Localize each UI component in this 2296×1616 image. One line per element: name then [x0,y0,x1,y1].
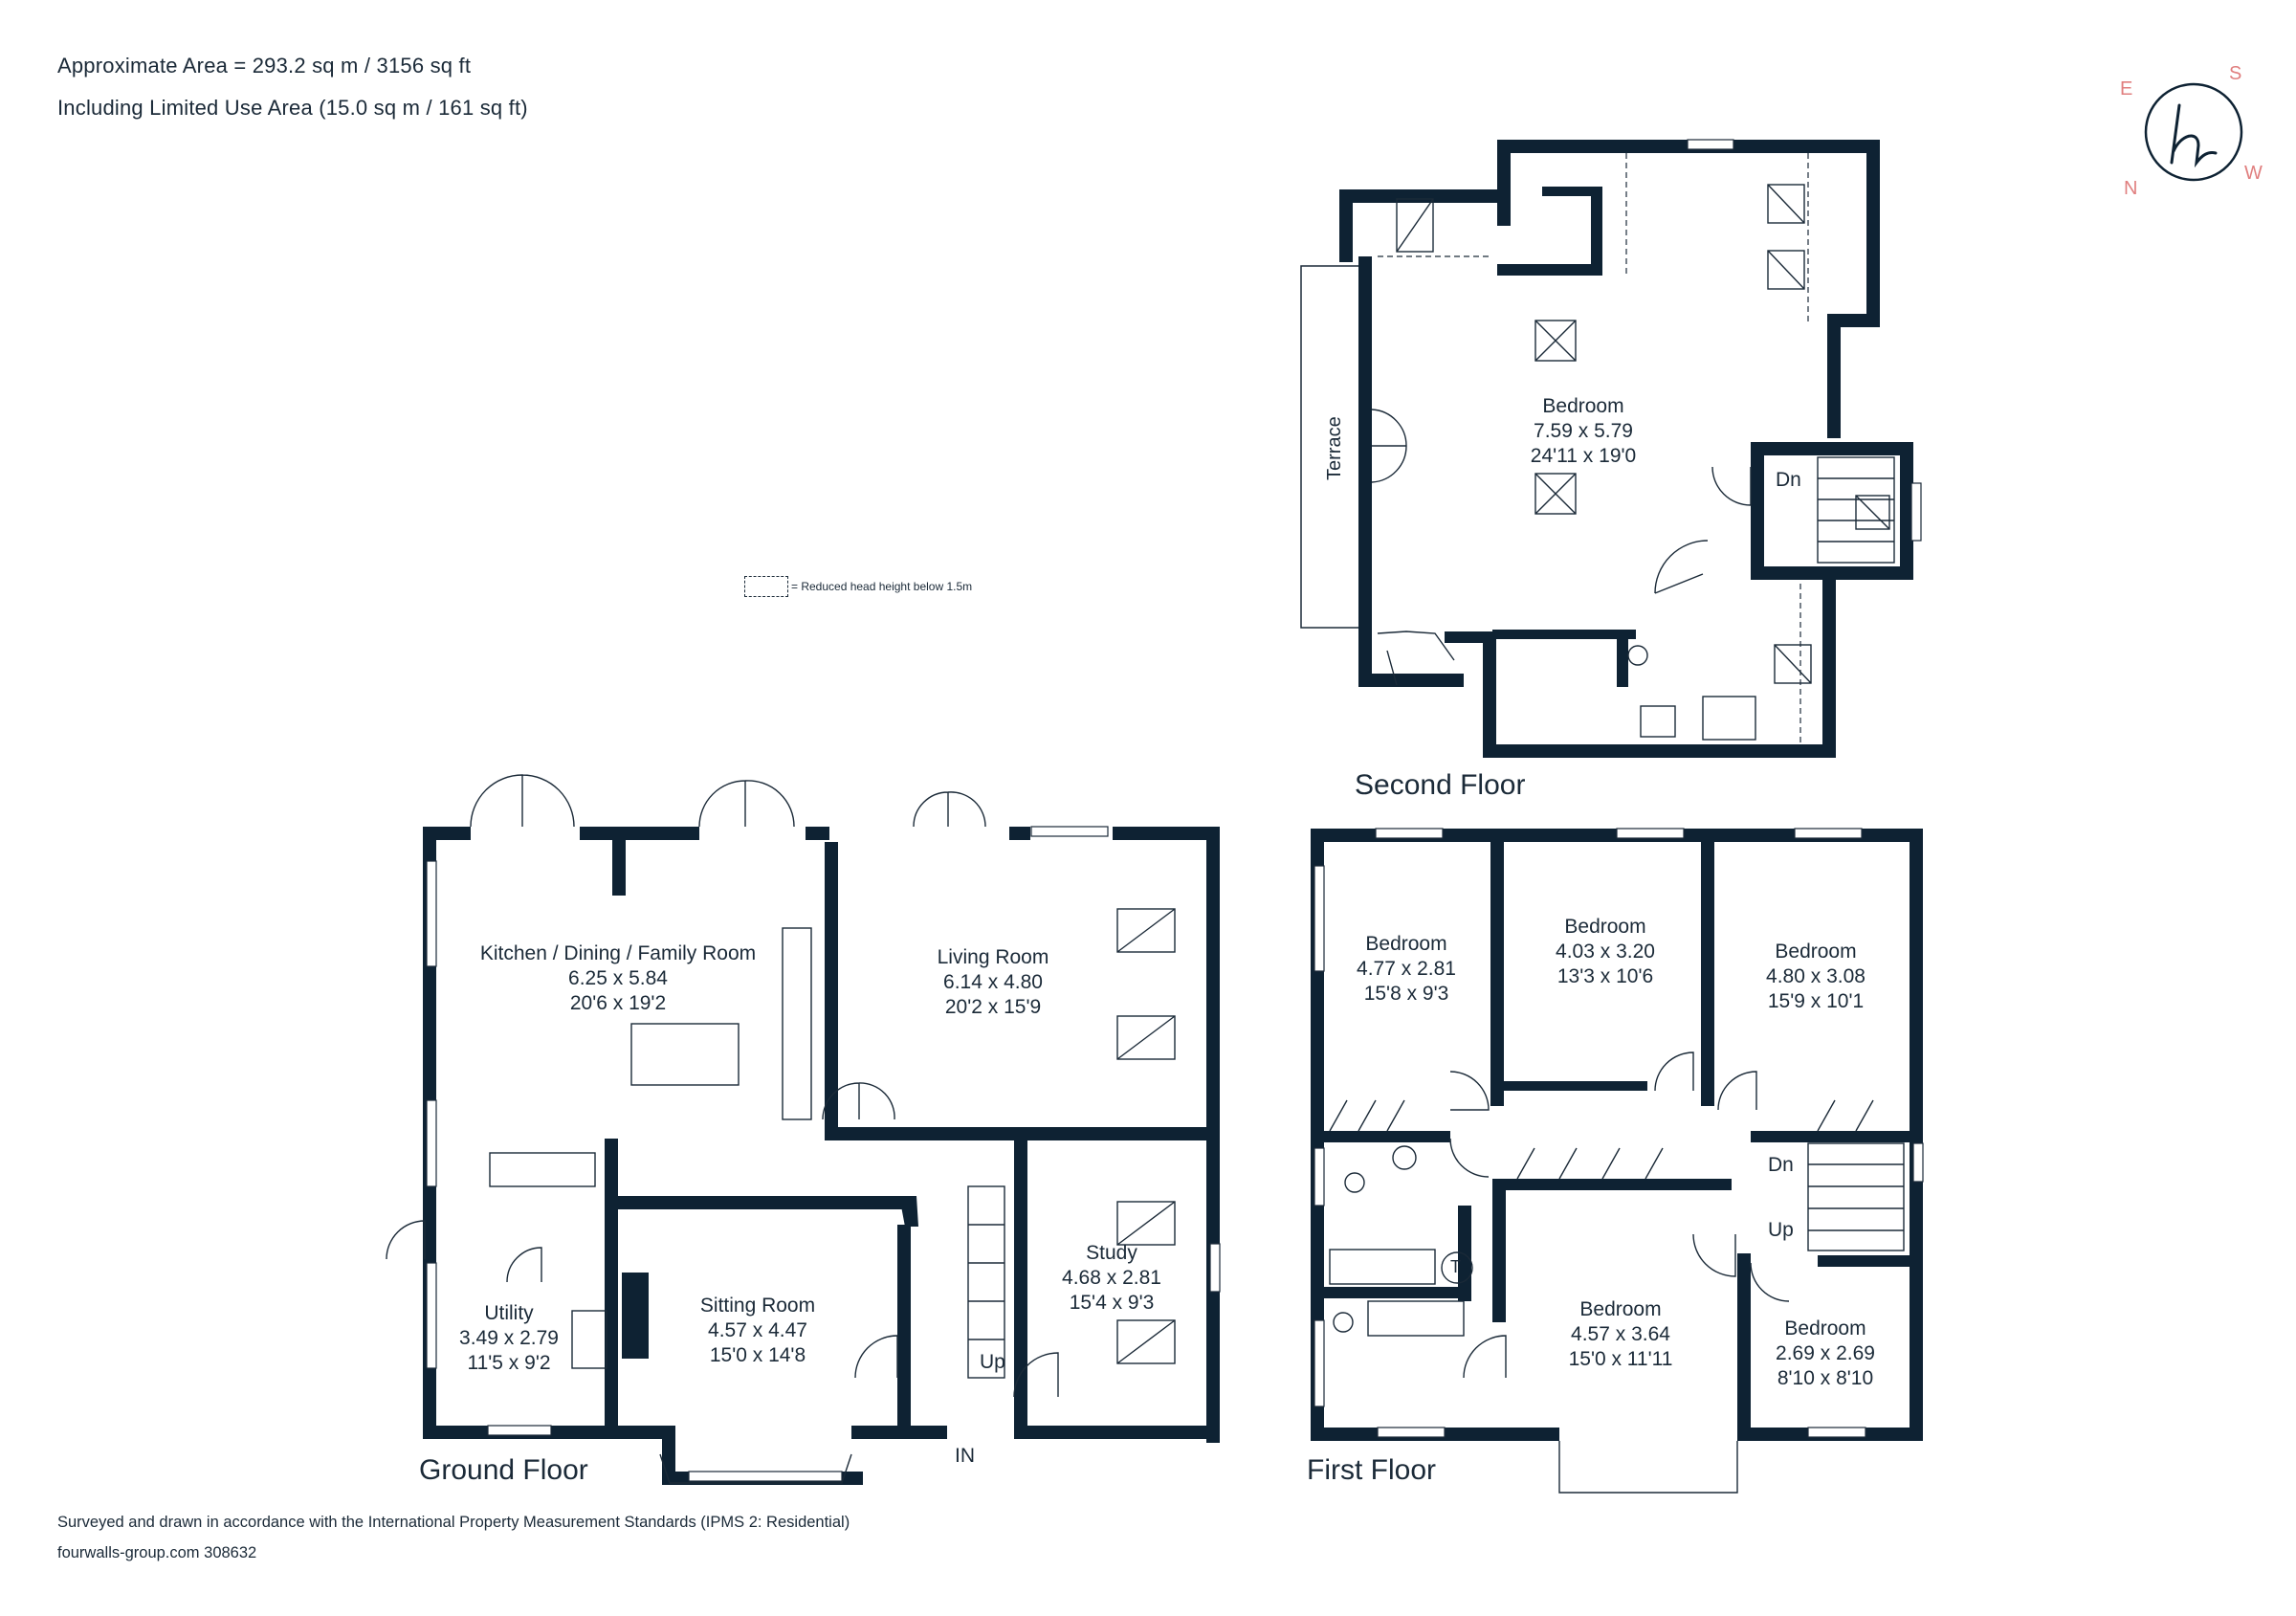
room-metric: 4.80 x 3.08 [1766,965,1866,987]
room-metric: 6.14 x 4.80 [943,971,1043,993]
room-metric: 6.25 x 5.84 [568,967,668,989]
room-imperial: 24'11 x 19'0 [1530,445,1637,467]
room-metric: 4.57 x 3.64 [1571,1323,1670,1345]
room-name: Bedroom [1564,916,1646,938]
first-floor-stair-down: Dn [1768,1154,1794,1176]
room-metric: 4.03 x 3.20 [1556,941,1655,963]
compass-west: W [2244,163,2263,184]
room-name: Study [1086,1242,1137,1264]
first-floor-plan [1311,828,1924,1494]
room-imperial: 8'10 x 8'10 [1777,1367,1874,1389]
room-name: Kitchen / Dining / Family Room [479,942,757,964]
limited-use-area: Including Limited Use Area (15.0 sq m / … [57,96,528,120]
first-floor-bedroom-3: Bedroom 4.80 x 3.08 15'9 x 10'1 [1766,940,1866,1014]
room-imperial: 15'9 x 10'1 [1767,990,1865,1012]
compass-logo: E S N W [2103,63,2265,201]
compass-south: S [2229,63,2242,84]
terrace-label: Terrace [1324,416,1345,480]
first-floor-title: First Floor [1307,1454,1436,1486]
room-imperial: 15'4 x 9'3 [1069,1292,1155,1314]
legend-dashed-box-icon [744,576,788,597]
room-imperial: 15'8 x 9'3 [1363,983,1449,1005]
second-floor-title: Second Floor [1355,769,1526,801]
compass-east: E [2120,78,2133,100]
room-metric: 4.57 x 4.47 [708,1319,807,1341]
ground-floor-plan [386,774,1221,1485]
room-name: Bedroom [1784,1317,1866,1339]
first-floor-bedroom-1: Bedroom 4.77 x 2.81 15'8 x 9'3 [1357,932,1456,1007]
room-metric: 3.49 x 2.79 [459,1327,559,1349]
kitchen-dining-family-room: Kitchen / Dining / Family Room 6.25 x 5.… [480,941,756,1016]
room-name: Bedroom [1542,395,1624,417]
room-imperial: 13'3 x 10'6 [1556,965,1654,987]
compass-circle-icon [2144,82,2243,182]
room-metric: 2.69 x 2.69 [1776,1342,1875,1364]
room-imperial: 15'0 x 14'8 [709,1344,806,1366]
water-tank-label: T [1450,1257,1461,1276]
room-metric: 4.77 x 2.81 [1357,958,1456,980]
room-name: Living Room [937,946,1049,968]
first-floor-bedroom-5: Bedroom 2.69 x 2.69 8'10 x 8'10 [1776,1317,1875,1391]
second-floor-plan [1300,139,1922,758]
room-name: Utility [484,1302,534,1324]
first-floor-bedroom-4: Bedroom 4.57 x 3.64 15'0 x 11'11 [1569,1297,1673,1372]
reference-number: fourwalls-group.com 308632 [57,1544,257,1561]
room-imperial: 20'6 x 19'2 [569,992,667,1014]
room-name: Bedroom [1365,933,1447,955]
second-floor-bedroom: Bedroom 7.59 x 5.79 24'11 x 19'0 [1531,394,1636,469]
legend-text: = Reduced head height below 1.5m [791,580,973,593]
room-name: Sitting Room [699,1295,816,1317]
room-name: Bedroom [1775,941,1857,963]
second-floor-stair-down: Dn [1776,469,1801,491]
first-floor-stair-up: Up [1768,1219,1794,1241]
survey-standard-note: Surveyed and drawn in accordance with th… [57,1514,850,1531]
first-floor-bedroom-2: Bedroom 4.03 x 3.20 13'3 x 10'6 [1556,915,1655,989]
room-imperial: 20'2 x 15'9 [944,996,1042,1018]
room-metric: 4.68 x 2.81 [1062,1267,1161,1289]
sitting-room: Sitting Room 4.57 x 4.47 15'0 x 14'8 [700,1294,815,1368]
room-imperial: 11'5 x 9'2 [467,1352,551,1374]
approximate-area: Approximate Area = 293.2 sq m / 3156 sq … [57,54,472,77]
compass-north: N [2124,178,2138,199]
utility-room: Utility 3.49 x 2.79 11'5 x 9'2 [459,1301,559,1376]
room-name: Bedroom [1579,1298,1662,1320]
room-imperial: 15'0 x 11'11 [1568,1348,1673,1370]
ground-floor-stair-up: Up [980,1351,1005,1373]
room-metric: 7.59 x 5.79 [1534,420,1633,442]
study: Study 4.68 x 2.81 15'4 x 9'3 [1062,1241,1161,1316]
entrance-label: IN [955,1445,975,1467]
living-room: Living Room 6.14 x 4.80 20'2 x 15'9 [938,945,1049,1020]
legend: = Reduced head height below 1.5m [744,576,972,597]
ground-floor-title: Ground Floor [419,1454,588,1486]
